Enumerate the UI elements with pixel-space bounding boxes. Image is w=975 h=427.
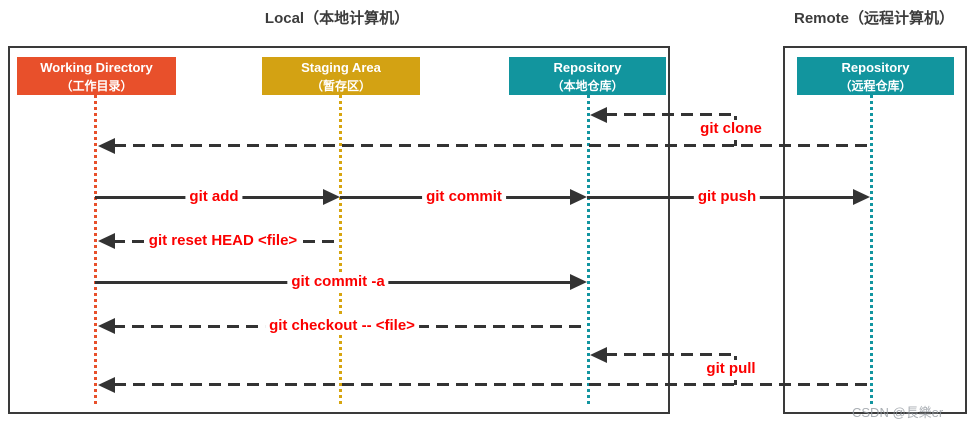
git-pull-lower-line <box>114 383 871 386</box>
git-pull-label: git pull <box>702 360 760 378</box>
local-repository-node: Repository （本地仓库） <box>509 57 666 95</box>
arrowhead-left-icon <box>98 233 115 249</box>
git-clone-upper-line <box>605 113 738 116</box>
working-directory-subtitle: （工作目录） <box>60 79 133 93</box>
git-clone-lower-line <box>114 144 871 147</box>
working-directory-node: Working Directory （工作目录） <box>17 57 176 95</box>
working-directory-title: Working Directory <box>40 60 153 75</box>
remote-section-title: Remote（远程计算机） <box>793 10 955 27</box>
git-checkout-label: git checkout -- <file> <box>265 317 419 335</box>
git-pull-upper-line <box>605 353 738 356</box>
working-directory-lifeline <box>94 95 97 407</box>
remote-repository-title: Repository <box>841 60 910 75</box>
git-reset-label: git reset HEAD <file> <box>144 232 302 250</box>
arrowhead-right-icon <box>853 189 870 205</box>
arrowhead-left-icon <box>590 107 607 123</box>
arrowhead-left-icon <box>98 377 115 393</box>
arrowhead-left-icon <box>98 318 115 334</box>
arrowhead-left-icon <box>98 138 115 154</box>
staging-area-node: Staging Area （暂存区） <box>262 57 420 95</box>
staging-area-title: Staging Area <box>301 60 381 75</box>
local-machine-box <box>8 46 670 414</box>
watermark: CSDN @長樂er <box>852 405 944 420</box>
staging-area-lifeline <box>339 95 342 407</box>
local-section-title: Local（本地计算机） <box>264 10 410 27</box>
git-commit-label: git commit <box>422 188 506 206</box>
git-push-label: git push <box>693 188 761 206</box>
git-add-label: git add <box>185 188 243 206</box>
git-clone-label: git clone <box>696 120 766 138</box>
local-repository-subtitle: （本地仓库） <box>551 79 624 93</box>
local-repository-title: Repository <box>553 60 622 75</box>
remote-repository-node: Repository （远程仓库） <box>797 57 954 95</box>
arrowhead-right-icon <box>570 189 587 205</box>
remote-machine-box <box>783 46 967 414</box>
arrowhead-left-icon <box>590 347 607 363</box>
local-repository-lifeline <box>587 95 590 407</box>
git-commit-a-label: git commit -a <box>287 273 389 291</box>
staging-area-subtitle: （暂存区） <box>310 79 371 93</box>
arrowhead-right-icon <box>323 189 340 205</box>
remote-repository-lifeline <box>870 95 873 407</box>
arrowhead-right-icon <box>570 274 587 290</box>
remote-repository-subtitle: （远程仓库） <box>839 79 912 93</box>
